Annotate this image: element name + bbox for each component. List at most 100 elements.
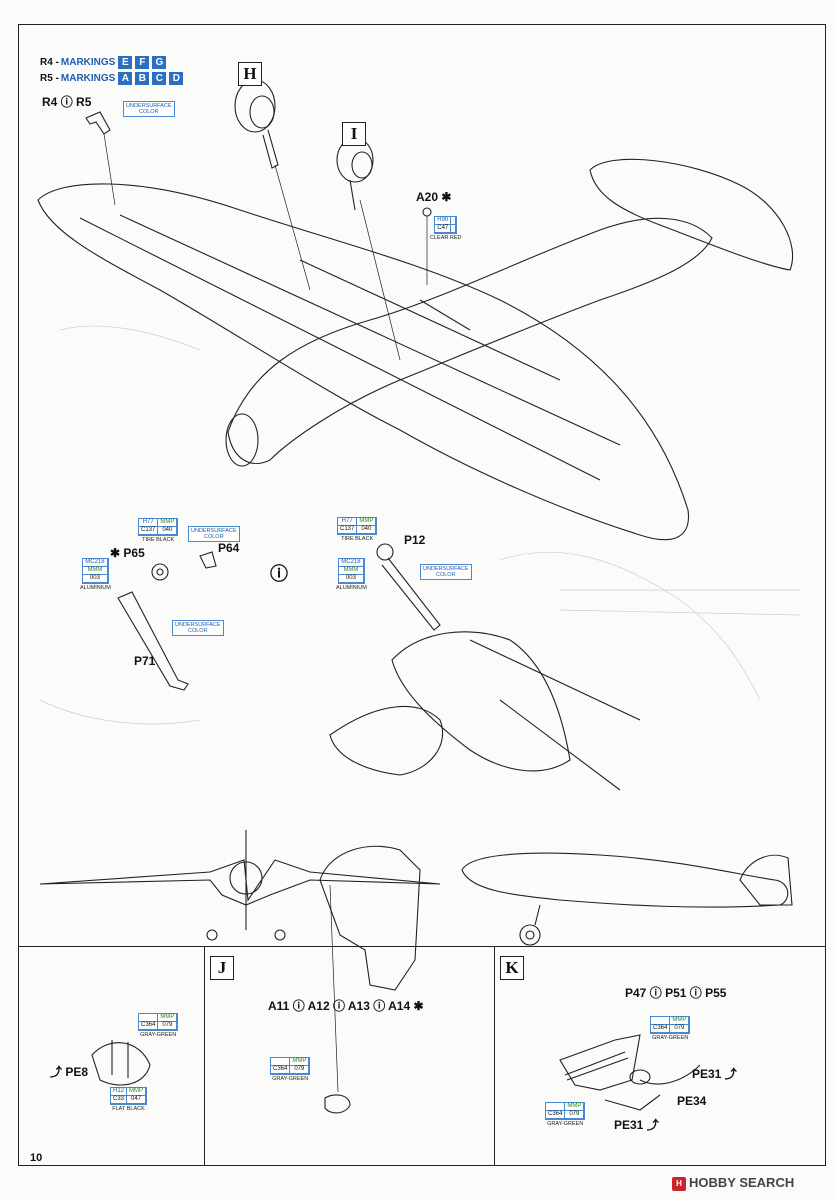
paint-code: C364 [139,1022,159,1030]
watermark-text: HOBBY SEARCH [689,1175,795,1190]
marking-box-g: G [152,56,167,69]
part-label-pe34: PE34 [677,1094,707,1108]
paint-code: C364 [546,1111,566,1119]
paint-code: MMM [339,567,364,575]
paint-code: 079 [158,1022,178,1030]
part-label-p65: ✱ P65 [110,546,145,560]
markings-r4-label: MARKINGS [60,57,116,68]
paint-name: GRAY-GREEN [140,1032,177,1038]
part-pe31: PE31 [614,1118,644,1132]
section-divider-left [204,946,205,1166]
tail-detail-fin [391,631,571,772]
part-p65: P65 [123,546,145,560]
paint-code: MMP [565,1103,585,1111]
hobby-search-logo-icon: H [672,1176,686,1191]
paint-code: H12 [111,1088,128,1096]
question-icon: ⓘ [270,564,288,584]
paint-name: GRAY-GREEN [652,1035,689,1041]
note-undersurface-r4: UNDERSURFACE COLOR [123,101,175,117]
part-label-a11-a14: A11 ⓘ A12 ⓘ A13 ⓘ A14 ✱ [268,997,424,1014]
paint-name: ALUMINIUM [80,585,111,591]
paint-code: C47 [435,225,452,233]
question-icon: ⓘ [292,999,305,1013]
paint-code: MC218 [339,559,364,567]
paint-code: C364 [271,1066,291,1074]
paint-code: MMP [290,1058,310,1066]
part-r5: R5 [76,95,92,109]
fold-icon: ⤴ [646,1118,659,1132]
part-label-pe31-upper: PE31 ⤴ [692,1065,737,1082]
side-view [461,852,789,908]
question-icon: ⓘ [373,999,386,1013]
spinner [225,413,259,467]
question-icon: ⓘ [60,95,73,109]
fold-icon: ⤴ [724,1067,737,1081]
paint-name: GRAY-GREEN [547,1121,584,1127]
part-p55: P55 [705,986,727,1000]
paint-name: CLEAR RED [430,235,462,241]
paint-code: MMP [158,1014,178,1022]
markings-r5-row: R5 - MARKINGS A B C D [40,72,184,85]
paint-code: MMP [670,1017,690,1025]
page-frame [18,24,826,1166]
paint-code: MMP [357,518,377,526]
paint-code: 003 [339,575,364,583]
question-icon: ⓘ [649,986,662,1000]
part-pe8: PE8 [65,1065,89,1079]
tailplane-outline [589,158,794,271]
part-a13: A13 [347,999,370,1013]
part-label-p64: P64 [218,541,240,555]
part-r4: R4 [42,95,58,109]
question-icon: ⓘ [689,986,702,1000]
marking-box-c: C [152,72,167,85]
paint-code [271,1058,291,1066]
paint-code: 003 [83,575,108,583]
section-divider-right [494,946,495,1166]
paint-code: 079 [670,1025,690,1033]
part-label-p71: P71 [134,654,156,668]
markings-r5-code: R5 - [40,73,59,84]
part-a11: A11 [268,999,290,1013]
paint-code: H77 [338,518,358,526]
paint-code: MC218 [83,559,108,567]
markings-r4-row: R4 - MARKINGS E F G [40,56,167,69]
section-divider [18,946,826,947]
note-undersurface-p64: UNDERSURFACE COLOR [188,526,240,542]
paint-code [451,217,457,225]
paint-code: 079 [565,1111,585,1119]
part-label-pe8: ⤴ PE8 [50,1063,88,1080]
star-icon: ✱ [441,190,452,204]
question-icon: ⓘ [332,999,345,1013]
page-number: 10 [30,1152,43,1164]
step-i-box: I [342,122,366,146]
paint-code: MMP [158,519,178,527]
paint-code [546,1103,566,1111]
paint-name: FLAT BLACK [112,1106,145,1112]
step-k-box: K [500,956,524,980]
paint-code: H90 [435,217,452,225]
part-p51: P51 [665,986,687,1000]
paint-code: 040 [357,526,377,534]
note-undersurface-p12: UNDERSURFACE COLOR [420,564,472,580]
wheel-h [234,79,276,133]
paint-code: MMM [83,567,108,575]
paint-name: TIRE BLACK [142,537,175,543]
markings-r5-label: MARKINGS [60,73,116,84]
part-label-r4-r5: R4 ⓘ R5 [42,93,91,110]
marking-box-f: F [135,56,150,69]
paint-code: C137 [338,526,358,534]
paint-code: H77 [139,519,159,527]
part-label-p47-p55: P47 ⓘ P51 ⓘ P55 [625,984,726,1001]
part-label-pe31-lower: PE31 ⤴ [614,1116,659,1133]
part-a14: A14 [388,999,411,1013]
paint-code: 047 [127,1096,147,1104]
